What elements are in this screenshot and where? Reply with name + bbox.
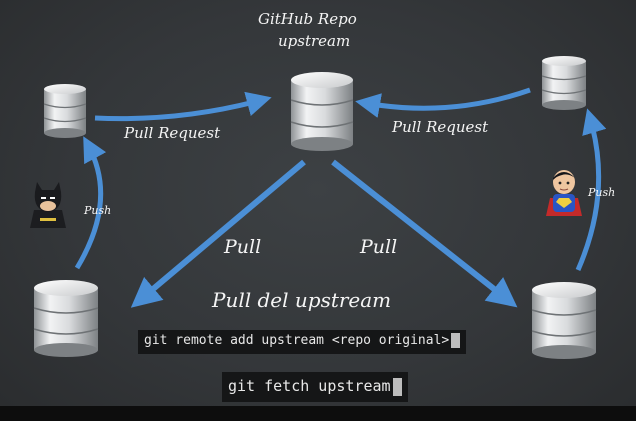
arrow-push-right xyxy=(575,108,607,271)
label-pull-request-left: Pull Request xyxy=(124,124,221,142)
diagram-title-line2: upstream xyxy=(278,32,351,50)
command-fetch: git fetch upstream xyxy=(222,372,408,402)
database-icon-upstream xyxy=(290,72,354,151)
database-icon-fork-right xyxy=(541,56,587,110)
command-text: git remote add upstream <repo original> xyxy=(144,333,450,348)
arrow-pull-left xyxy=(130,159,306,308)
command-remote-add: git remote add upstream <repo original> xyxy=(138,330,467,354)
label-push-left: Push xyxy=(84,204,112,217)
batman-icon xyxy=(30,182,66,228)
command-text: git fetch upstream xyxy=(228,377,391,395)
arrow-pull-request-left xyxy=(94,91,272,122)
label-pull-request-right: Pull Request xyxy=(392,118,489,136)
arrow-push-left xyxy=(74,136,107,270)
arrow-pull-request-right xyxy=(355,87,531,118)
label-push-right: Push xyxy=(588,186,616,199)
database-icon-local-right xyxy=(531,282,597,359)
database-icon-local-left xyxy=(33,280,99,357)
cursor-block xyxy=(451,333,461,348)
cursor-block xyxy=(392,377,402,396)
diagram-title-line1: GitHub Repo xyxy=(258,10,357,28)
label-pull-del-upstream: Pull del upstream xyxy=(212,288,392,312)
bottom-bar xyxy=(0,406,636,421)
label-pull-left: Pull xyxy=(224,236,262,258)
superman-icon xyxy=(546,170,582,216)
arrow-pull-right xyxy=(331,159,518,308)
database-icon-fork-left xyxy=(43,84,87,138)
label-pull-right: Pull xyxy=(360,236,398,258)
